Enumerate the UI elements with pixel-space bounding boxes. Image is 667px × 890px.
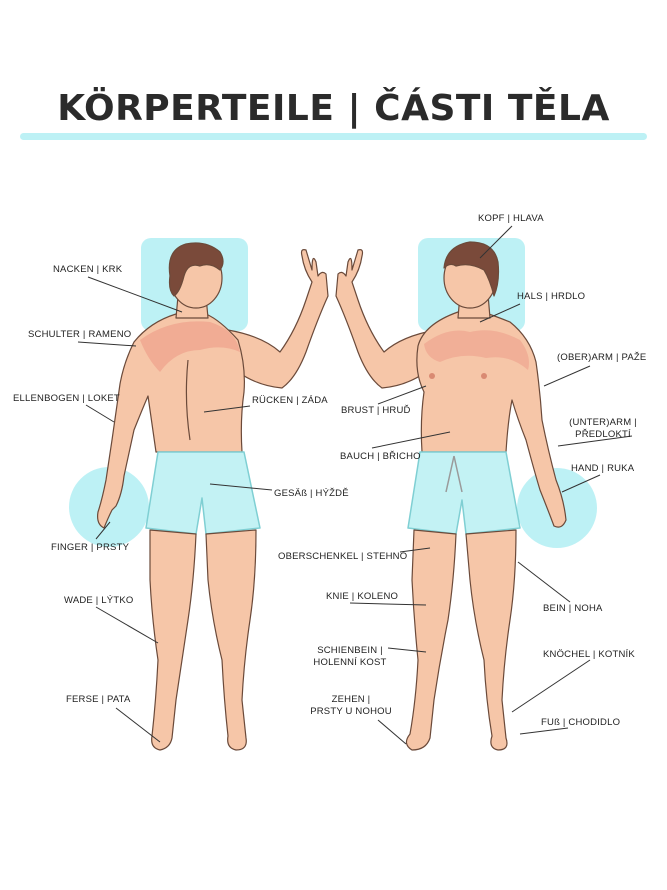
label-gesaess: GESÄß | HÝŽDĚ (274, 488, 349, 499)
back-flush (140, 321, 240, 372)
label-oberarm: (OBER)ARM | PAŽE (557, 352, 647, 363)
label-wade: WADE | LÝTKO (64, 595, 134, 606)
back-shorts (145, 451, 261, 535)
label-unterarm-line2: PŘEDLOKTÍ (575, 429, 631, 440)
line-ellenbogen (85, 404, 115, 423)
label-schienbein-line2: HOLENNÍ KOST (313, 657, 387, 668)
label-bein: BEIN | NOHA (543, 603, 603, 614)
label-knoechel: KNÖCHEL | KOTNÍK (543, 649, 635, 660)
label-fuss: FUß | CHODIDLO (541, 717, 621, 728)
front-right-leg (465, 529, 517, 751)
label-hand: HAND | RUKA (571, 463, 635, 474)
back-torso (97, 313, 245, 529)
label-hals: HALS | HRDLO (517, 291, 586, 302)
back-left-leg (149, 529, 197, 751)
label-knie: KNIE | KOLENO (326, 591, 399, 602)
page-title: KÖRPERTEILE | ČÁSTI TĚLA (57, 88, 610, 129)
label-ellenbogen: ELLENBOGEN | LOKET (13, 393, 120, 404)
line-bauch (371, 431, 451, 449)
label-unterarm-line1: (UNTER)ARM | (569, 417, 637, 428)
front-torso (416, 311, 567, 528)
label-zehen-line1: ZEHEN | (331, 694, 371, 705)
line-schienbein (387, 647, 427, 653)
line-gesaess (209, 483, 273, 491)
line-fuss (519, 727, 569, 735)
front-chest-mark-left (429, 373, 435, 379)
label-kopf: KOPF | HLAVA (478, 213, 544, 224)
line-knoechel (511, 659, 591, 713)
front-drawstring (445, 455, 463, 493)
label-schienbein-line1: SCHIENBEIN | (317, 645, 383, 656)
label-schulter: SCHULTER | RAMENO (28, 329, 132, 340)
line-knie (349, 602, 427, 606)
line-bein (517, 561, 571, 603)
back-raised-arm (227, 249, 329, 389)
label-unterarm: (UNTER)ARM | PŘEDLOKTÍ (568, 417, 638, 441)
line-oberschenkel (399, 547, 431, 553)
line-hand (561, 474, 601, 493)
front-chest-mark-right (481, 373, 487, 379)
back-spine (185, 359, 191, 441)
title-underline (20, 133, 647, 140)
label-zehen-line2: PRSTY U NOHOU (310, 706, 392, 717)
front-left-leg (405, 529, 457, 751)
front-figure (335, 241, 567, 751)
back-figure (97, 242, 329, 751)
line-ruecken (203, 405, 251, 413)
label-oberschenkel: OBERSCHENKEL | STEHNO (278, 551, 408, 562)
leader-lines (77, 225, 633, 745)
back-right-leg (205, 529, 257, 751)
line-hals (479, 303, 521, 323)
front-raised-arm (335, 249, 437, 389)
label-brust: BRUST | HRUĎ (341, 405, 411, 416)
front-flush (424, 330, 529, 370)
line-ferse (115, 707, 161, 743)
line-nacken (87, 276, 183, 313)
label-nacken: NACKEN | KRK (53, 264, 123, 275)
line-finger (95, 521, 111, 540)
back-hair (168, 242, 224, 297)
line-unterarm (557, 435, 633, 447)
line-schulter (77, 341, 137, 347)
label-ferse: FERSE | PATA (66, 694, 131, 705)
line-oberarm (543, 365, 591, 387)
label-finger: FINGER | PRSTY (51, 542, 130, 553)
label-ruecken: RÜCKEN | ZÁDA (252, 395, 328, 406)
front-shorts (407, 451, 521, 535)
label-zehen: ZEHEN | PRSTY U NOHOU (305, 694, 397, 718)
line-brust (377, 385, 427, 405)
label-schienbein: SCHIENBEIN | HOLENNÍ KOST (312, 645, 388, 669)
line-wade (95, 606, 159, 644)
line-zehen (377, 719, 407, 745)
front-hair (443, 241, 500, 297)
label-bauch: BAUCH | BŘICHO (340, 451, 421, 462)
line-kopf (479, 225, 513, 259)
